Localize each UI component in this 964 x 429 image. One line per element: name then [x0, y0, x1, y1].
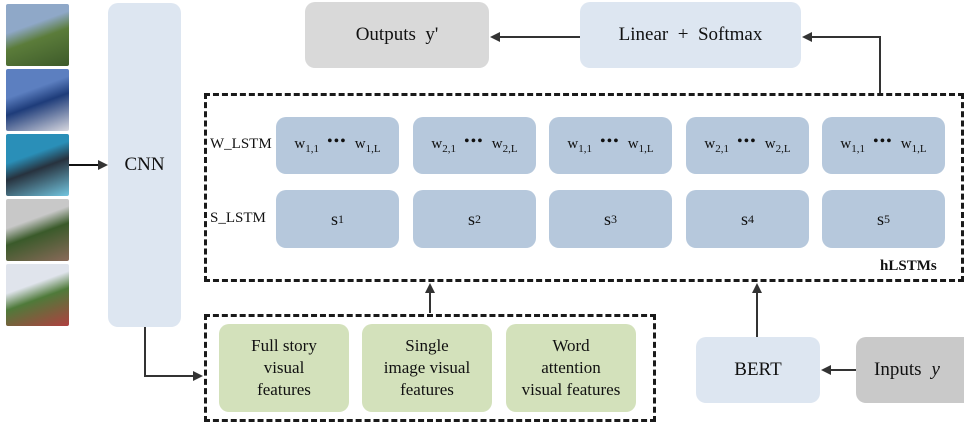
ellipsis-dots: •••	[463, 132, 484, 150]
feature-line: Single	[405, 336, 449, 355]
inputs-label: Inputs	[874, 359, 922, 380]
hlstm-title: hLSTMs	[880, 258, 937, 274]
feature-line: Full story	[251, 336, 317, 355]
arrow-cnn-to-features	[144, 327, 203, 381]
w-lstm-cell: w1,1 ••• w1,L	[276, 117, 399, 174]
feature-line: Word	[552, 336, 590, 355]
inputs-block: Inputs y	[856, 337, 964, 403]
w-lstm-cell: w2,1 ••• w2,L	[686, 117, 809, 174]
photo-pool-people	[6, 134, 69, 196]
w-start: w1,1	[840, 136, 865, 155]
ellipsis-dots: •••	[736, 132, 757, 150]
cnn-label: CNN	[124, 154, 165, 175]
s-lstm-label: S_LSTM	[210, 210, 266, 226]
w-start: w1,1	[294, 136, 319, 155]
w-lstm-cell: w1,1 ••• w1,L	[549, 117, 672, 174]
feature-line: features	[400, 380, 454, 399]
ellipsis-dots: •••	[326, 132, 347, 150]
ellipsis-dots: •••	[872, 132, 893, 150]
w-lstm-cell: w1,1 ••• w1,L	[822, 117, 945, 174]
feature-line: features	[257, 380, 311, 399]
linear-softmax-block: Linear + Softmax	[580, 2, 801, 68]
photo-group-party	[6, 199, 69, 261]
inputs-var: y	[931, 359, 940, 380]
feature-line: attention	[541, 358, 601, 377]
feature-line: visual features	[521, 380, 621, 399]
photo-garden-party	[6, 264, 69, 326]
hlstm-container	[204, 93, 964, 282]
photo-person-lawn	[6, 4, 69, 66]
w-lstm-label: W_LSTM	[210, 136, 272, 152]
w-end: w2,L	[764, 136, 791, 155]
bert-block: BERT	[696, 337, 820, 403]
feature-box: Word attention visual features	[506, 324, 636, 412]
w-start: w2,1	[431, 136, 456, 155]
w-end: w1,L	[354, 136, 381, 155]
bert-label: BERT	[734, 359, 782, 380]
w-lstm-cell: w2,1 ••• w2,L	[413, 117, 536, 174]
features-container	[204, 314, 656, 422]
feature-box: Full story visual features	[219, 324, 349, 412]
photo-crowd-sky	[6, 69, 69, 131]
w-end: w1,L	[627, 136, 654, 155]
outputs-block: Outputs y'	[305, 2, 489, 68]
cnn-block: CNN	[108, 3, 181, 327]
feature-line: visual	[263, 358, 305, 377]
ellipsis-dots: •••	[599, 132, 620, 150]
linear-softmax-label: Linear + Softmax	[618, 24, 763, 45]
feature-line: image visual	[383, 358, 471, 377]
w-end: w2,L	[491, 136, 518, 155]
w-end: w1,L	[900, 136, 927, 155]
outputs-label: Outputs y'	[355, 24, 439, 45]
feature-box: Single image visual features	[362, 324, 492, 412]
arrow-hlstm-to-linear	[802, 32, 881, 93]
w-start: w1,1	[567, 136, 592, 155]
w-start: w2,1	[704, 136, 729, 155]
